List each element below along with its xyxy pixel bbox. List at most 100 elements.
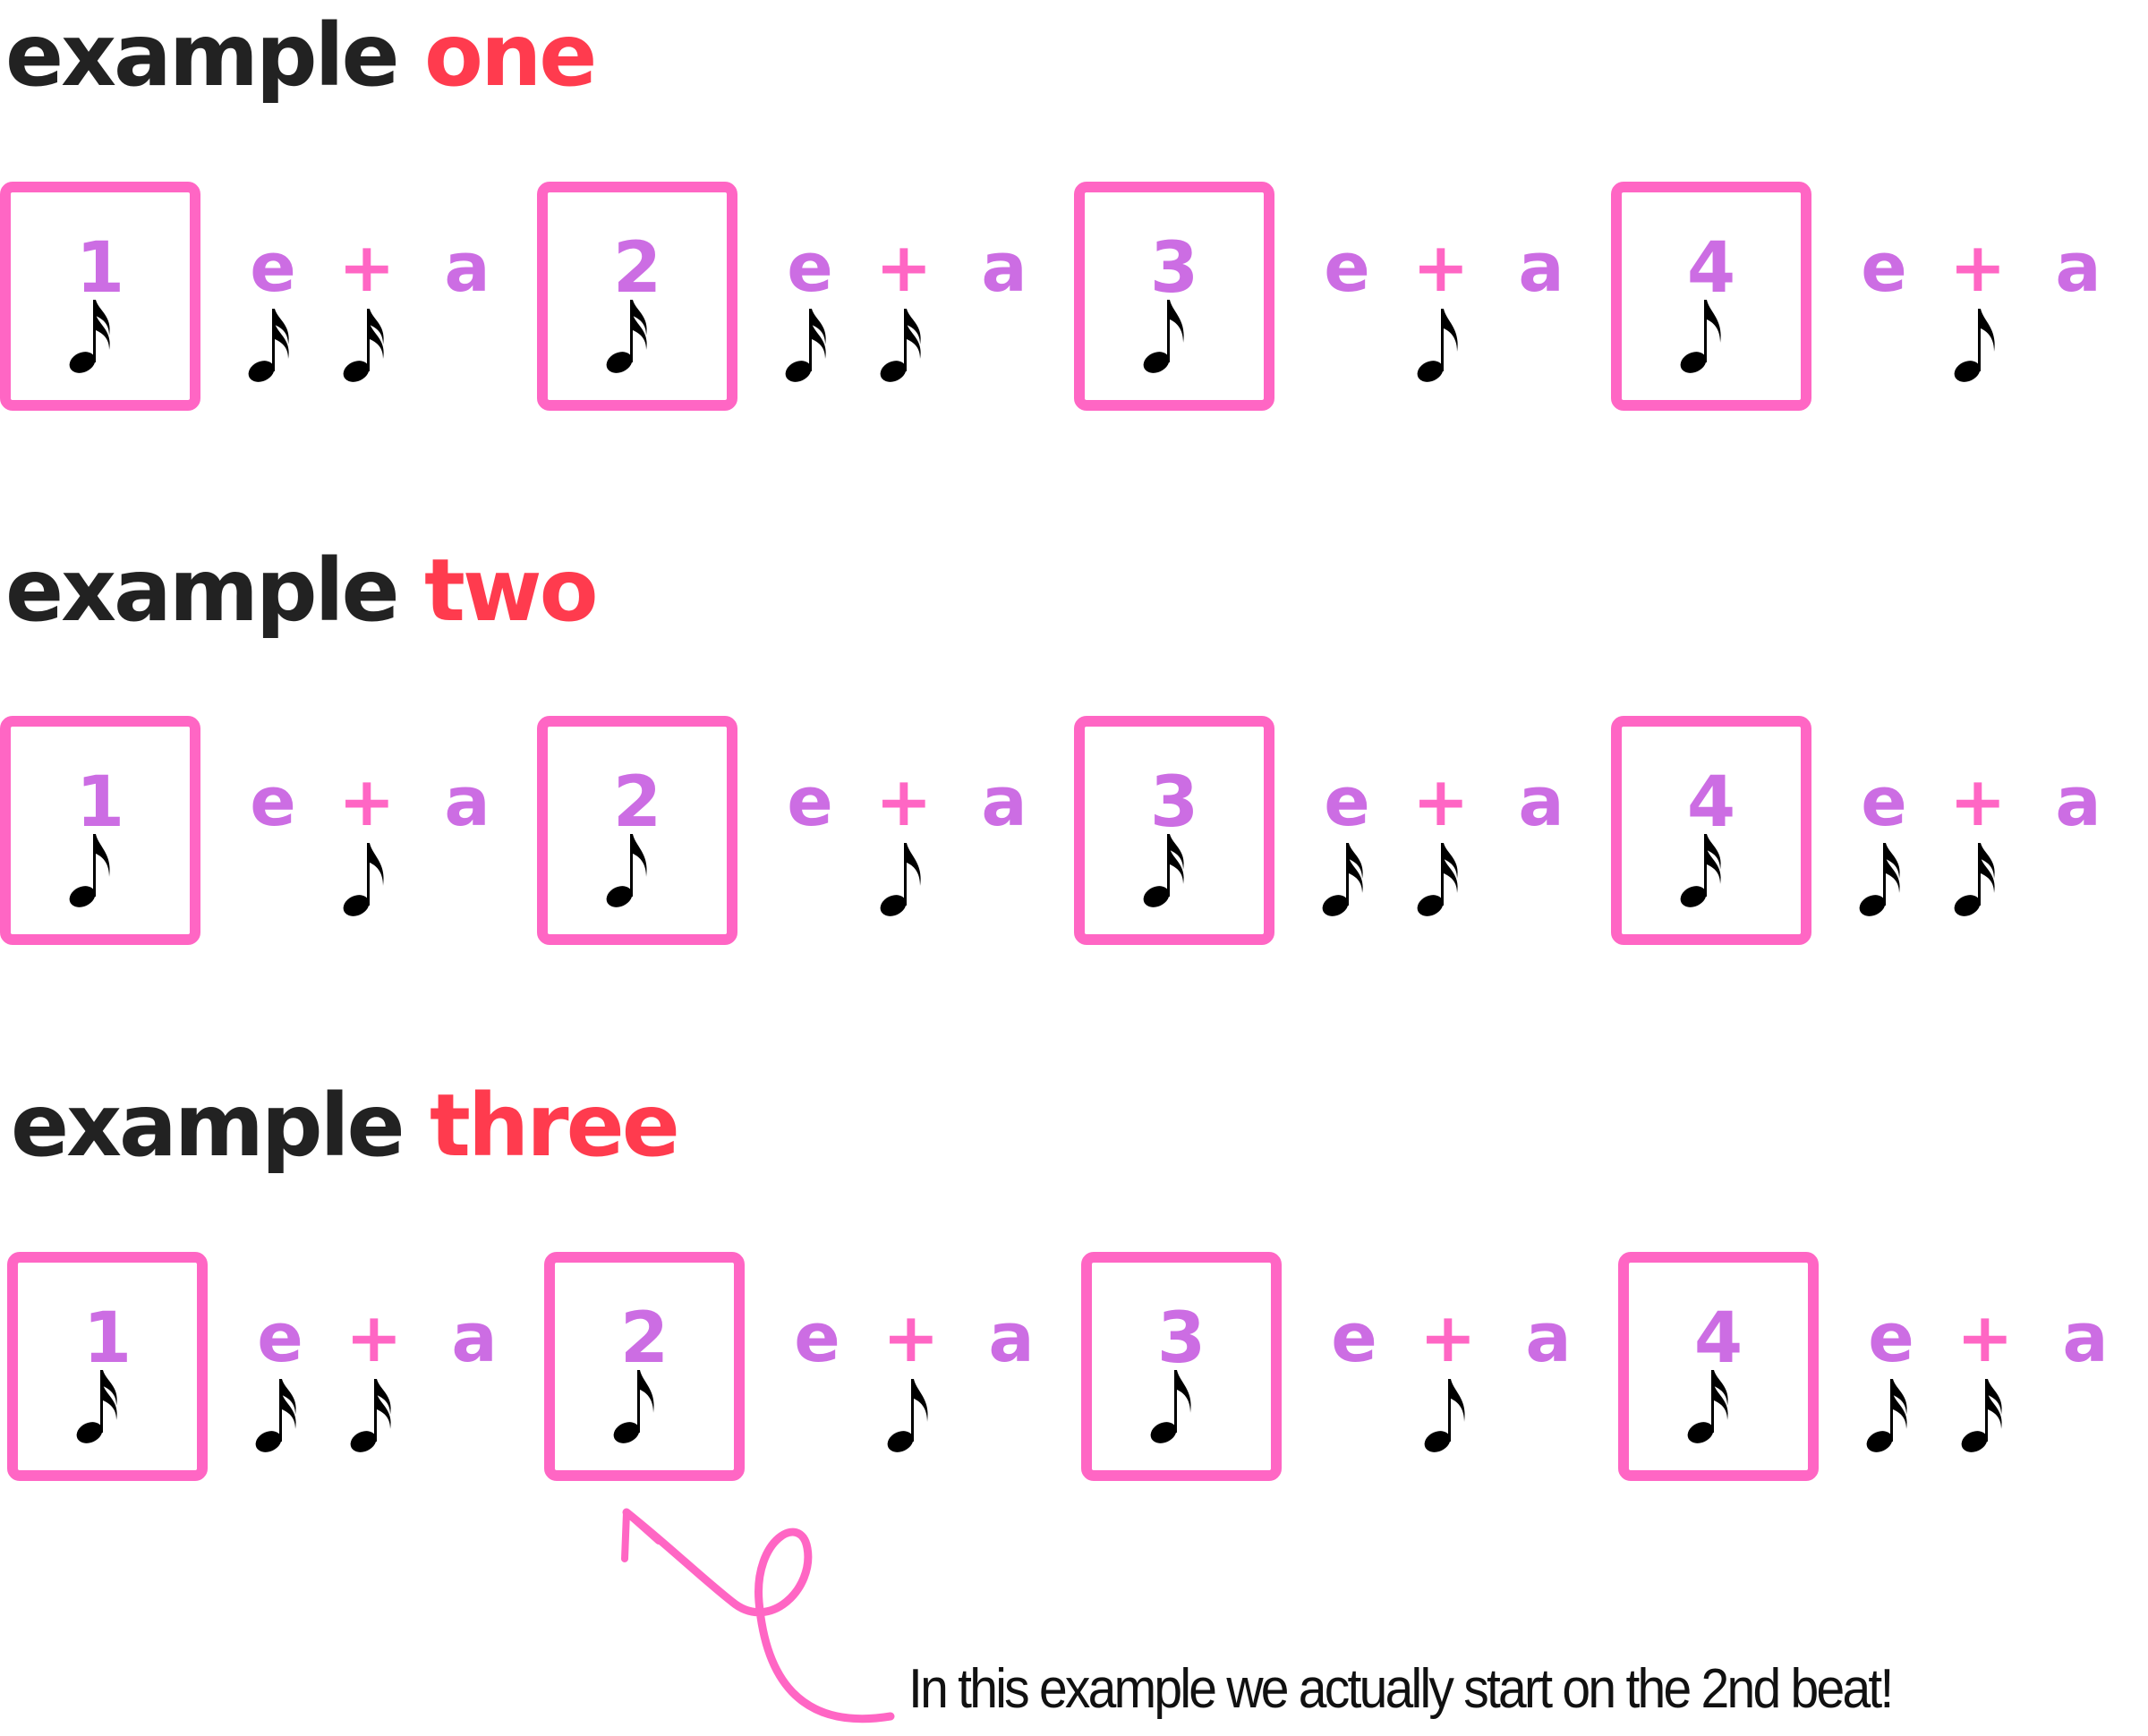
example-two-heading: example two <box>5 548 599 634</box>
beat-number: 3 <box>1149 762 1199 843</box>
syllable-a: a <box>444 762 490 841</box>
syllable-plus: + <box>1412 227 1470 307</box>
sixteenth-note-icon <box>601 296 655 377</box>
sixteenth-note-icon <box>1949 839 2003 920</box>
beat-number: 1 <box>75 762 125 843</box>
sixteenth-note-icon <box>1956 1375 2010 1456</box>
beat-box-3: 3 <box>1081 1252 1282 1481</box>
syllable-plus: + <box>882 1298 940 1377</box>
syllable-e: e <box>1868 1298 1914 1377</box>
beat-number: 3 <box>1156 1298 1206 1379</box>
sixteenth-note-icon <box>64 296 118 377</box>
beat-number: 4 <box>1693 1298 1743 1379</box>
syllable-plus: + <box>338 227 396 307</box>
sixteenth-note-icon <box>780 305 834 386</box>
example-three-heading: example three <box>11 1083 680 1169</box>
eighth-note-icon <box>875 839 929 920</box>
syllable-e: e <box>250 227 296 307</box>
beat-box-4: 4 <box>1611 716 1811 945</box>
syllable-a: a <box>1518 762 1564 841</box>
eighth-note-icon <box>1412 305 1466 386</box>
eighth-note-icon <box>609 1366 662 1447</box>
example-three-rhythm-row: 1 e + a 2 e + a 3 e + a 4 e + a <box>0 1252 2148 1481</box>
syllable-plus: + <box>1956 1298 2014 1377</box>
syllable-plus: + <box>1419 1298 1477 1377</box>
syllable-plus: + <box>338 762 396 841</box>
sixteenth-note-icon <box>1675 830 1729 911</box>
syllable-a: a <box>988 1298 1035 1377</box>
syllable-e: e <box>787 227 833 307</box>
sixteenth-note-icon <box>1412 839 1466 920</box>
syllable-e: e <box>1324 762 1370 841</box>
syllable-e: e <box>1331 1298 1377 1377</box>
beat-box-4: 4 <box>1618 1252 1819 1481</box>
annotation-text: In this example we actually start on the… <box>908 1658 1894 1720</box>
syllable-e: e <box>794 1298 840 1377</box>
syllable-plus: + <box>1949 227 2007 307</box>
beat-number: 2 <box>612 228 662 309</box>
beat-box-3: 3 <box>1074 716 1274 945</box>
syllable-a: a <box>1525 1298 1572 1377</box>
eighth-note-icon <box>1675 296 1729 377</box>
syllable-a: a <box>2062 1298 2109 1377</box>
eighth-note-icon <box>1146 1366 1199 1447</box>
beat-box-1: 1 <box>0 182 200 411</box>
heading-accent: one <box>424 5 597 106</box>
syllable-plus: + <box>1412 762 1470 841</box>
beat-box-2: 2 <box>537 182 737 411</box>
sixteenth-note-icon <box>338 305 392 386</box>
syllable-plus: + <box>875 762 933 841</box>
beat-number: 4 <box>1686 762 1736 843</box>
syllable-e: e <box>787 762 833 841</box>
syllable-plus: + <box>345 1298 403 1377</box>
sixteenth-note-icon <box>72 1366 125 1447</box>
sixteenth-note-icon <box>345 1375 399 1456</box>
sixteenth-note-icon <box>1683 1366 1736 1447</box>
beat-number: 1 <box>75 228 125 309</box>
sixteenth-note-icon <box>251 1375 304 1456</box>
beat-box-1: 1 <box>0 716 200 945</box>
syllable-a: a <box>451 1298 498 1377</box>
syllable-e: e <box>1324 227 1370 307</box>
syllable-plus: + <box>1949 762 2007 841</box>
sixteenth-note-icon <box>1854 839 1908 920</box>
curly-arrow-icon <box>621 1508 895 1723</box>
beat-box-4: 4 <box>1611 182 1811 411</box>
eighth-note-icon <box>882 1375 936 1456</box>
example-two-rhythm-row: 1 e + a 2 e + a 3 e + a 4 e + a <box>0 716 2148 945</box>
syllable-e: e <box>257 1298 303 1377</box>
syllable-plus: + <box>875 227 933 307</box>
beat-number: 2 <box>612 762 662 843</box>
heading-prefix: example <box>11 1076 405 1176</box>
beat-box-1: 1 <box>7 1252 208 1481</box>
beat-box-2: 2 <box>544 1252 745 1481</box>
syllable-a: a <box>444 227 490 307</box>
syllable-a: a <box>981 762 1027 841</box>
beat-number: 3 <box>1149 228 1199 309</box>
heading-prefix: example <box>5 5 400 106</box>
syllable-e: e <box>1861 762 1907 841</box>
beat-box-2: 2 <box>537 716 737 945</box>
sixteenth-note-icon <box>1138 830 1192 911</box>
eighth-note-icon <box>1419 1375 1473 1456</box>
eighth-note-icon <box>338 839 392 920</box>
beat-number: 1 <box>82 1298 132 1379</box>
example-one-heading: example one <box>5 13 597 98</box>
syllable-a: a <box>2055 227 2101 307</box>
sixteenth-note-icon <box>875 305 929 386</box>
eighth-note-icon <box>1949 305 2003 386</box>
heading-accent: two <box>424 540 599 641</box>
eighth-note-icon <box>64 830 118 911</box>
syllable-a: a <box>2055 762 2101 841</box>
sixteenth-note-icon <box>1317 839 1371 920</box>
sixteenth-note-icon <box>1862 1375 1915 1456</box>
heading-prefix: example <box>5 540 400 641</box>
beat-number: 2 <box>619 1298 669 1379</box>
syllable-a: a <box>1518 227 1564 307</box>
beat-box-3: 3 <box>1074 182 1274 411</box>
eighth-note-icon <box>601 830 655 911</box>
syllable-e: e <box>250 762 296 841</box>
eighth-note-icon <box>1138 296 1192 377</box>
sixteenth-note-icon <box>243 305 297 386</box>
